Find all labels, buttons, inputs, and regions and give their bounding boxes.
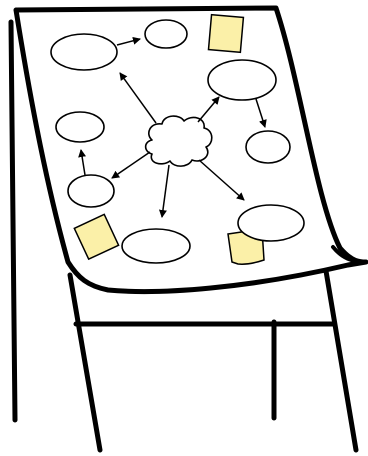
connector-arrows (78, 36, 267, 218)
easel-front-left-leg (67, 272, 103, 453)
easel-front-right-leg (322, 262, 359, 453)
arrow-icon (111, 151, 151, 179)
arrow-icon (255, 98, 267, 128)
ellipse-node-icon (144, 19, 188, 49)
easel-stand (8, 19, 359, 453)
mind-map-nodes (50, 19, 305, 264)
ellipse-node-icon (245, 130, 291, 164)
ellipse-node-icon (121, 228, 191, 264)
ellipse-node-icon (55, 111, 105, 143)
arrow-icon (198, 159, 245, 201)
sticky-notes (73, 13, 265, 265)
sticky-note-bottom-left (73, 213, 120, 261)
ellipse-node-icon (50, 33, 118, 71)
ellipse-node-icon (207, 59, 277, 101)
easel-left-leg (8, 19, 18, 423)
paper-curl (331, 245, 368, 264)
arrow-icon (197, 96, 220, 123)
arrow-icon (158, 164, 170, 218)
arrow-icon (119, 72, 157, 124)
arrow-icon (116, 36, 141, 46)
ellipse-node-icon (237, 204, 305, 242)
cloud-icon (144, 115, 213, 167)
arrow-icon (78, 149, 87, 176)
ellipse-node-icon (67, 174, 115, 208)
sticky-note-top-right (207, 13, 245, 54)
